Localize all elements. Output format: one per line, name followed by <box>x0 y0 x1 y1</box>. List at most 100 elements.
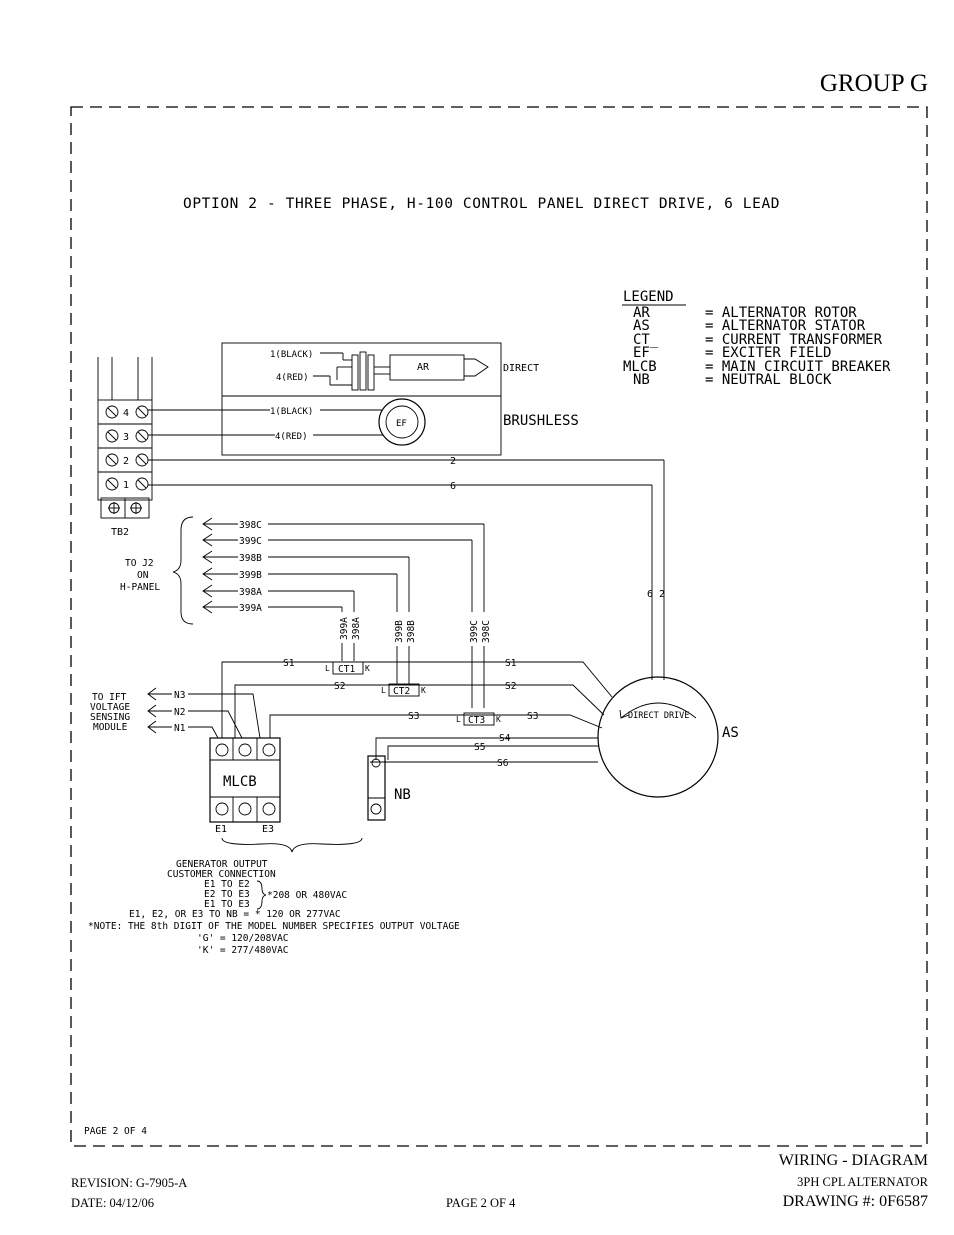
legend-abbr-ar: AR <box>633 305 650 321</box>
alternator-subtitle: 3PH CPL ALTERNATOR <box>797 1175 928 1189</box>
stator-leads: S1 S1 S2 S2 S3 S3 S4 S5 S6 <box>221 658 613 769</box>
note-e2-e3: E2 TO E3 <box>204 889 250 900</box>
mlcb-label: MLCB <box>223 774 257 790</box>
ct-lead-398c: 398C <box>481 620 492 643</box>
n2-label: N2 <box>174 707 185 718</box>
ct3-label: CT3 <box>468 715 485 726</box>
black1-brushless-label: 1(BLACK) <box>270 407 313 417</box>
legend-meaning-mlcb: = MAIN CIRCUIT BREAKER <box>705 359 891 375</box>
dashed-frame <box>70 106 928 1147</box>
mlcb-breaker: MLCB E1 E3 <box>209 737 363 853</box>
as-label: AS <box>722 725 739 741</box>
brushless-label: BRUSHLESS <box>503 413 579 429</box>
date: DATE: 04/12/06 <box>71 1196 154 1210</box>
legend-meaning-ef: = EXCITER FIELD <box>705 345 831 361</box>
direct-drive-label: DIRECT DRIVE <box>628 711 689 721</box>
wire-2-label: 2 <box>450 456 456 467</box>
direct-label: DIRECT <box>503 363 539 374</box>
wires-6-2-label: 6 2 <box>647 589 665 600</box>
s5-label: S5 <box>474 742 485 753</box>
s1-right-label: S1 <box>505 658 517 669</box>
s2-right-label: S2 <box>505 681 516 692</box>
e1-label: E1 <box>215 824 227 835</box>
ct1: CT1 L K <box>325 661 370 675</box>
ef-exciter-field <box>378 398 426 446</box>
to-j2-line2: ON <box>137 570 149 581</box>
ift-sensing-leads: TO IFT VOLTAGE SENSING MODULE N3 N2 N1 <box>90 687 261 739</box>
to-j2-line3: H-PANEL <box>120 582 160 593</box>
as-stator: DIRECT DRIVE AS <box>597 676 739 798</box>
ct2-k: K <box>421 686 426 695</box>
note-customer-conn: CUSTOMER CONNECTION <box>167 869 276 880</box>
ct-lead-399b: 399B <box>394 620 405 643</box>
tb-terminal-4: 4 <box>123 408 129 419</box>
to-ift-line4: MODULE <box>93 722 128 733</box>
diagram-title: OPTION 2 - THREE PHASE, H-100 CONTROL PA… <box>183 196 780 212</box>
legend-meaning-ar: = ALTERNATOR ROTOR <box>705 305 857 321</box>
s1-left-label: S1 <box>283 658 295 669</box>
s6-label: S6 <box>497 758 509 769</box>
to-ift-line1: TO IFT <box>92 692 127 703</box>
j2-harness: TO J2 ON H-PANEL 398C 399C 398B 399B 398… <box>120 516 492 708</box>
rotor-exciter-box: 1(BLACK) 4(RED) AR DIRECT 1(BLACK) 4(RED… <box>221 342 579 456</box>
j2-wire-398b: 398B <box>239 553 262 564</box>
page-inner-label: PAGE 2 OF 4 <box>84 1126 147 1137</box>
ct2-label: CT2 <box>393 686 410 697</box>
legend-abbr-nb: NB <box>633 372 650 388</box>
note-8th-digit: *NOTE: THE 8th DIGIT OF THE MODEL NUMBER… <box>88 921 460 932</box>
n3-label: N3 <box>174 690 185 701</box>
tb-terminal-1: 1 <box>123 480 129 491</box>
note-to-nb: E1, E2, OR E3 TO NB = * 120 OR 277VAC <box>129 909 341 920</box>
drawing-number: DRAWING #: 0F6587 <box>782 1193 928 1210</box>
j2-wire-398c: 398C <box>239 520 262 531</box>
red4-brushless-label: 4(RED) <box>275 432 308 442</box>
j2-wire-399b: 399B <box>239 570 262 581</box>
red4-direct-label: 4(RED) <box>276 373 309 383</box>
ct1-l: L <box>325 664 330 673</box>
tb2-label: TB2 <box>111 527 129 538</box>
to-ift-line3: SENSING <box>90 712 130 723</box>
ct3-k: K <box>496 715 501 724</box>
s3-right-label: S3 <box>527 711 538 722</box>
legend-abbr-ct: CT_ <box>633 332 659 348</box>
ct1-label: CT1 <box>338 664 355 675</box>
ct2-l: L <box>381 686 386 695</box>
wiring-diagram-heading: WIRING - DIAGRAM <box>778 1152 928 1169</box>
revision: REVISION: G-7905-A <box>71 1176 188 1190</box>
ct-lead-399c: 399C <box>469 620 480 643</box>
wire-6-label: 6 <box>450 481 456 492</box>
note-k-voltage: 'K' = 277/480VAC <box>197 945 289 956</box>
group-heading: GROUP G <box>819 70 928 97</box>
note-gen-output: GENERATOR OUTPUT <box>176 859 268 870</box>
tb-terminal-3: 3 <box>123 432 129 443</box>
ct-lead-398a: 398A <box>351 617 362 640</box>
n1-label: N1 <box>174 723 186 734</box>
note-e1-e3: E1 TO E3 <box>204 899 250 910</box>
legend-abbr-mlcb: MLCB <box>623 359 657 375</box>
nb-label: NB <box>394 787 411 803</box>
output-notes: GENERATOR OUTPUT CUSTOMER CONNECTION E1 … <box>88 859 460 956</box>
ct2: CT2 L K <box>381 683 426 697</box>
s4-label: S4 <box>499 733 511 744</box>
page-number: PAGE 2 OF 4 <box>446 1196 516 1210</box>
note-g-voltage: 'G' = 120/208VAC <box>197 933 289 944</box>
to-j2-line1: TO J2 <box>125 558 154 569</box>
ar-rotor-symbol <box>389 354 465 381</box>
tb-terminal-2: 2 <box>123 456 129 467</box>
legend: LEGEND AR AS CT_ EF MLCB NB = ALTERNATOR… <box>622 289 891 388</box>
e3-label: E3 <box>262 824 274 835</box>
j2-wire-399c: 399C <box>239 536 262 547</box>
s3-left-label: S3 <box>408 711 419 722</box>
ct3: CT3 L K <box>456 712 501 726</box>
ct3-l: L <box>456 715 461 724</box>
ct-lead-399a: 399A <box>339 617 350 640</box>
ar-label: AR <box>417 362 430 373</box>
legend-meaning-ct: = CURRENT TRANSFORMER <box>705 332 883 348</box>
to-ift-line2: VOLTAGE <box>90 702 130 713</box>
ct1-k: K <box>365 664 370 673</box>
legend-meaning-as: = ALTERNATOR STATOR <box>705 318 866 334</box>
ef-label: EF <box>396 419 407 429</box>
tb2-terminal-block: 4 3 2 1 TB2 <box>97 357 153 538</box>
